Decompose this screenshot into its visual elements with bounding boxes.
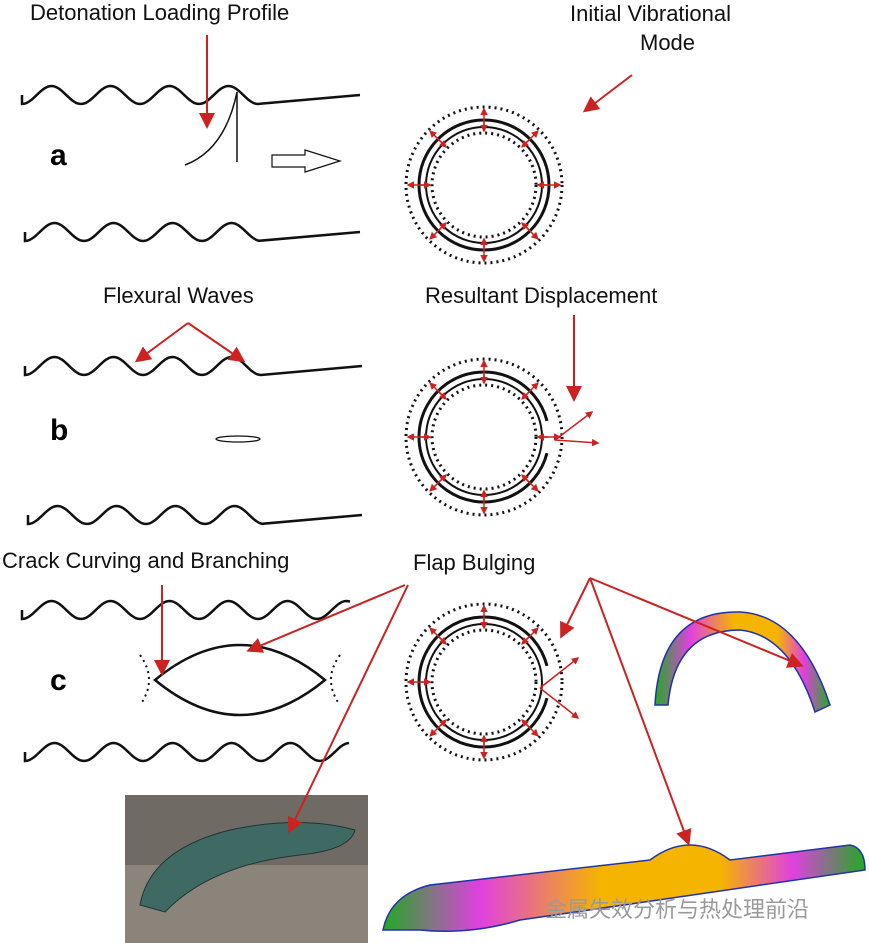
branch-right [330, 654, 341, 706]
watermark: 金属失效分析与热处理前沿 [545, 897, 809, 922]
flap-crack [153, 643, 327, 717]
flap-arrow [539, 687, 580, 719]
arrow-flexural-2 [187, 322, 246, 363]
simulation-ring [654, 611, 831, 714]
label-detonation: Detonation Loading Profile [30, 0, 289, 25]
displacement-arrow [438, 139, 447, 148]
arrow-flexural-1 [134, 322, 189, 363]
label-flap: Flap Bulging [413, 550, 535, 575]
loading-profile-curve [184, 91, 238, 166]
arrow-flap-5 [589, 577, 692, 846]
arrow-initial-mode [582, 74, 633, 113]
inner-dotted-ring [430, 131, 538, 239]
callout-arrows [134, 35, 804, 846]
displacement-arrow [438, 636, 447, 645]
arrow-flap-2 [287, 584, 409, 834]
pipe-walls [20, 84, 363, 763]
pipe-wall [20, 84, 361, 106]
crack-initiation [215, 435, 261, 443]
label-initial-mode-1: Initial Vibrational [570, 1, 731, 26]
label-initial-mode-2: Mode [640, 30, 695, 55]
displacement-arrow [521, 474, 530, 483]
panel-b: b [50, 414, 68, 447]
branch-left [139, 654, 150, 706]
pipe-wall [23, 221, 361, 243]
displacement-arrow [521, 636, 530, 645]
direction-arrow [271, 149, 343, 173]
arrow-flap-1 [246, 584, 406, 653]
inner-dotted-ring [430, 383, 538, 491]
pipe-wall [23, 741, 350, 763]
simulation-pipe [382, 844, 866, 932]
panel-a: a [50, 139, 67, 172]
label-resultant: Resultant Displacement [425, 283, 657, 308]
displacement-arrow [438, 474, 447, 483]
outer-dotted-ring [404, 602, 564, 762]
label-flexural: Flexural Waves [103, 283, 254, 308]
fracture-photo [125, 795, 368, 943]
inner-dotted-ring [430, 628, 538, 736]
resultant-arrow [554, 411, 594, 441]
flap-arrow [539, 657, 580, 689]
displacement-arrow [438, 222, 447, 231]
displacement-arrow [438, 719, 447, 728]
panel-c: c [50, 664, 67, 697]
outer-dotted-ring [404, 357, 564, 517]
displacement-arrow [521, 391, 530, 400]
pipe-wall [26, 504, 363, 526]
displacement-arrow [521, 719, 530, 728]
arrow-flap-4 [589, 577, 804, 668]
resultant-arrow [554, 438, 600, 447]
displacement-arrow [521, 222, 530, 231]
arrow-flap-3 [560, 577, 591, 639]
pipe-wall [23, 355, 363, 377]
pipe-wall [20, 599, 351, 621]
label-crack: Crack Curving and Branching [2, 548, 289, 573]
ring-modes [404, 105, 600, 762]
outer-dotted-ring [404, 105, 564, 265]
displacement-arrow [438, 391, 447, 400]
displacement-arrow [521, 139, 530, 148]
